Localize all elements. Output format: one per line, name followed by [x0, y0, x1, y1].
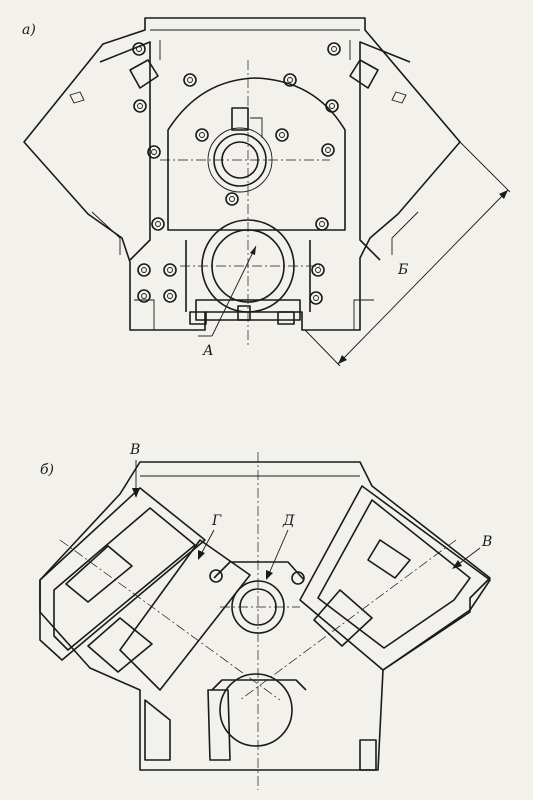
view-b-leaders	[132, 460, 481, 580]
label-b: Б	[398, 262, 409, 278]
view-a-centerlines	[160, 60, 330, 345]
view-b-centerlines	[59, 452, 457, 790]
view-a-bolt-holes	[132, 42, 341, 305]
view-a-caption: а)	[22, 22, 36, 38]
leader-a	[198, 245, 257, 337]
view-b-right-bank	[299, 485, 491, 671]
view-b-left-bank	[39, 487, 251, 691]
view-b-caption: б)	[40, 462, 55, 478]
view-b-outline	[39, 461, 491, 771]
label-v-right: В	[482, 534, 493, 550]
label-g: Г	[212, 513, 222, 529]
view-a-side-windows	[129, 59, 379, 89]
label-a: А	[203, 343, 214, 359]
dimension-b	[304, 141, 511, 367]
label-d: Д	[283, 513, 295, 529]
label-v-left: В	[130, 442, 141, 458]
